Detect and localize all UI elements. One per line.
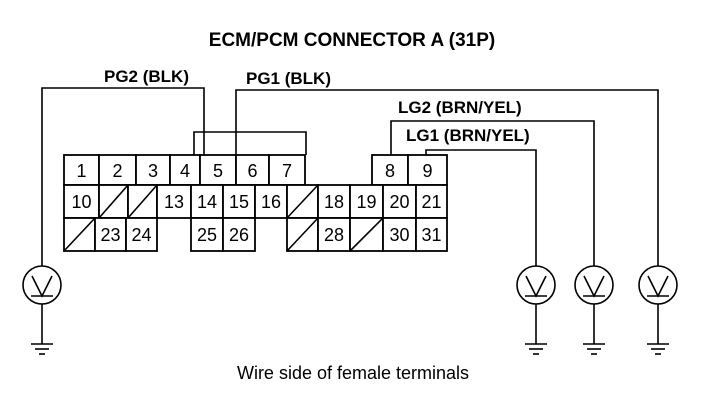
diagram-title: ECM/PCM CONNECTOR A (31P) [209, 30, 495, 51]
pin-26: 26 [229, 225, 249, 245]
pin-30: 30 [389, 225, 409, 245]
label-lg2: LG2 (BRN/YEL) [398, 98, 522, 117]
wires [41, 87, 659, 270]
voltmeter-icon [22, 265, 62, 305]
pin-19: 19 [356, 192, 376, 212]
wire-lg1 [425, 149, 537, 270]
label-pg1: PG1 (BLK) [246, 69, 331, 88]
wire-pg1 [235, 89, 659, 270]
pin-4: 4 [180, 161, 190, 181]
pin-28: 28 [324, 225, 344, 245]
pin-18: 18 [324, 192, 344, 212]
pin-20: 20 [389, 192, 409, 212]
ground-icon [525, 343, 547, 355]
ground-icon [31, 343, 53, 355]
voltmeter-icon [516, 265, 556, 305]
cell-23 [94, 217, 127, 252]
connector-a: 1 2 3 4 5 6 7 8 9 10 13 14 15 16 18 19 2… [63, 154, 448, 252]
pin-8: 8 [385, 161, 395, 181]
cell-14 [190, 184, 224, 219]
pin-5: 5 [213, 161, 223, 181]
diagram-caption: Wire side of female terminals [237, 363, 469, 383]
pin-31: 31 [421, 225, 441, 245]
cell-18 [317, 184, 351, 219]
pin-6: 6 [247, 161, 257, 181]
cell-31 [415, 217, 448, 252]
pin-15: 15 [229, 192, 249, 212]
pin-9: 9 [422, 161, 432, 181]
pin-7: 7 [282, 161, 292, 181]
pin-21: 21 [421, 192, 441, 212]
wire-lg2 [390, 120, 595, 270]
cell-19 [349, 184, 384, 219]
wire-pg-bridge [193, 131, 307, 155]
pin-13: 13 [164, 192, 184, 212]
cell-24 [125, 217, 158, 252]
pin-1: 1 [76, 161, 86, 181]
ground-icon [647, 343, 669, 355]
cell-9 [407, 154, 448, 186]
pin-16: 16 [261, 192, 281, 212]
voltmeter-pg1 [638, 265, 678, 355]
voltmeter-icon [574, 265, 614, 305]
cell-26 [222, 217, 256, 252]
cell-3 [135, 154, 171, 186]
cell-13 [156, 184, 192, 219]
pin-25: 25 [197, 225, 217, 245]
cell-25 [190, 217, 224, 252]
pin-3: 3 [148, 161, 158, 181]
voltmeter-lg1 [516, 265, 556, 355]
wire-pg2 [41, 87, 205, 270]
pin-10: 10 [71, 192, 91, 212]
voltmeter-icon [638, 265, 678, 305]
cell-28 [317, 217, 351, 252]
label-pg2: PG2 (BLK) [104, 67, 189, 86]
cell-16 [254, 184, 288, 219]
voltmeter-lg2 [574, 265, 614, 355]
cell-20 [382, 184, 417, 219]
ground-icon [583, 343, 605, 355]
cell-7 [268, 154, 306, 186]
pin-24: 24 [131, 225, 151, 245]
pin-2: 2 [112, 161, 122, 181]
voltmeter-pg2 [22, 265, 62, 355]
pin-23: 23 [100, 225, 120, 245]
cell-5 [199, 154, 237, 186]
cell-21 [415, 184, 448, 219]
cell-30 [382, 217, 417, 252]
pin-14: 14 [197, 192, 217, 212]
label-lg1: LG1 (BRN/YEL) [406, 126, 530, 145]
